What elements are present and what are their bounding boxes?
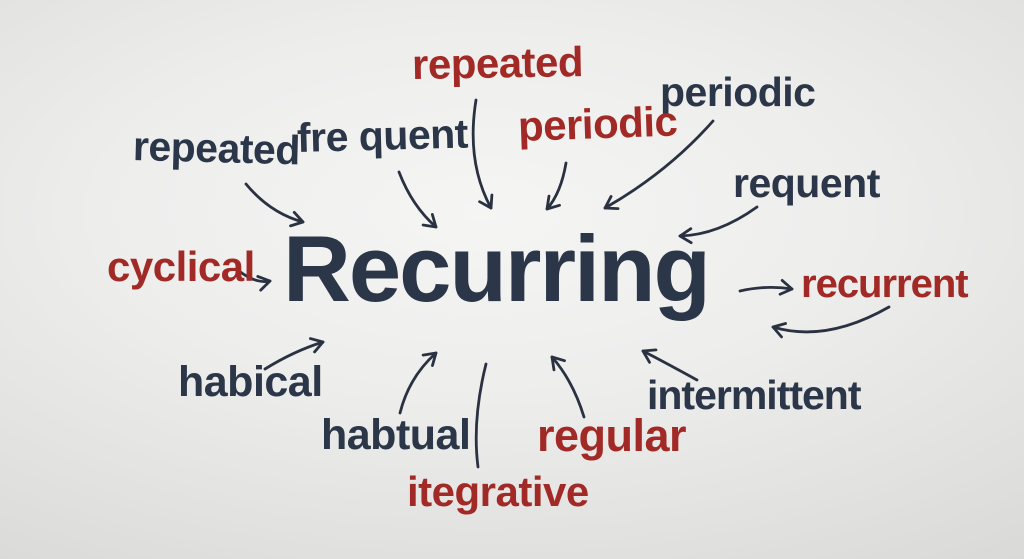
word-periodic-dark: periodic bbox=[660, 69, 816, 115]
word-habical: habical bbox=[178, 358, 323, 406]
arrow-to-recurrent-icon bbox=[738, 279, 794, 296]
arrow-periodic-red-icon bbox=[545, 161, 568, 211]
arrow-habtual-icon bbox=[398, 351, 438, 415]
word-itegrative: itegrative bbox=[407, 468, 589, 515]
arrow-regular-icon bbox=[550, 355, 586, 419]
arrow-recurrent-return-icon bbox=[771, 305, 891, 339]
line-itegrative-icon bbox=[474, 362, 488, 469]
word-fre-quent: fre quent bbox=[296, 110, 469, 161]
word-cyclical: cyclical bbox=[107, 243, 255, 290]
word-intermittent: intermittent bbox=[647, 372, 861, 418]
arrow-repeated-top-icon bbox=[471, 98, 494, 210]
word-regular: regular bbox=[537, 410, 687, 461]
word-habtual: habtual bbox=[321, 411, 471, 459]
word-requent: requent bbox=[733, 160, 880, 206]
center-word-recurring: Recurring bbox=[283, 216, 711, 321]
word-recurrent: recurrent bbox=[801, 262, 969, 306]
word-repeated-left: repeated bbox=[132, 123, 301, 174]
word-periodic-red: periodic bbox=[517, 97, 679, 150]
word-repeated-top: repeated bbox=[411, 38, 584, 88]
